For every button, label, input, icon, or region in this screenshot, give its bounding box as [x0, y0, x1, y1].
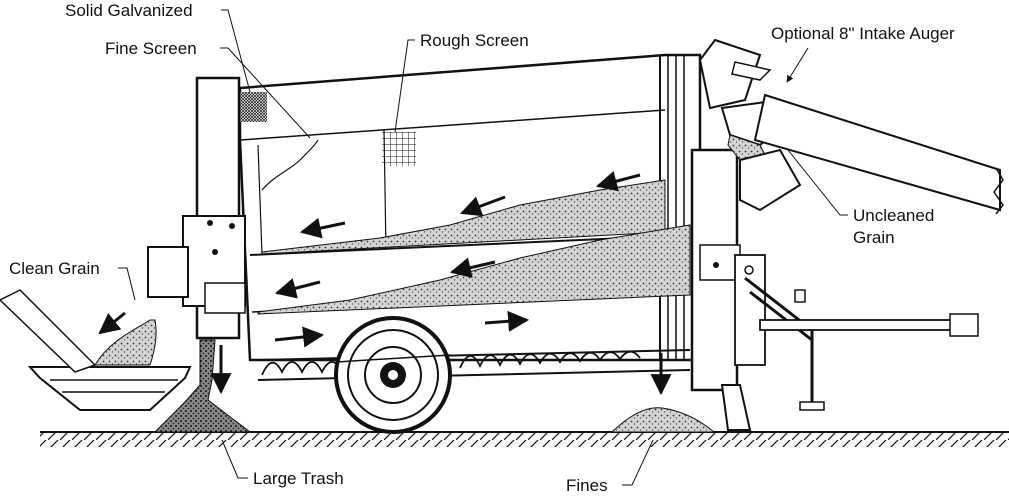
rough-screen-label: Rough Screen — [420, 31, 529, 50]
screens — [237, 92, 416, 191]
front-frame — [147, 76, 246, 340]
fine-screen-label: Fine Screen — [105, 39, 197, 58]
rear-frame — [690, 148, 979, 431]
ground — [40, 431, 1009, 447]
label-fines: Fines — [566, 439, 654, 495]
flow-arrow-icon — [274, 171, 641, 348]
clean-grain-discharge — [0, 289, 192, 411]
large-trash — [153, 339, 252, 433]
label-clean-grain: Clean Grain — [9, 259, 136, 301]
uncleaned-grain-label-line2: Grain — [853, 228, 895, 247]
solid-galvanized-label: Solid Galvanized — [65, 1, 193, 20]
large-trash-label: Large Trash — [253, 469, 344, 488]
clean-grain-label: Clean Grain — [9, 259, 100, 278]
fines-pile — [610, 353, 716, 433]
uncleaned-grain-label-line1: Uncleaned — [853, 206, 934, 225]
fines-auger — [257, 349, 691, 381]
label-fine-screen: Fine Screen — [105, 39, 311, 139]
intake-auger — [698, 38, 1004, 215]
intake-auger-label: Optional 8" Intake Auger — [771, 24, 955, 43]
fine-screen-mesh — [237, 92, 267, 122]
fines-label: Fines — [566, 476, 608, 493]
label-uncleaned-grain: Uncleaned Grain — [787, 149, 934, 247]
label-rough-screen: Rough Screen — [394, 31, 529, 133]
wheel-icon — [334, 316, 452, 434]
label-large-trash: Large Trash — [221, 439, 344, 488]
label-intake-auger: Optional 8" Intake Auger — [771, 24, 955, 83]
screen-mesh-icon — [382, 132, 416, 166]
